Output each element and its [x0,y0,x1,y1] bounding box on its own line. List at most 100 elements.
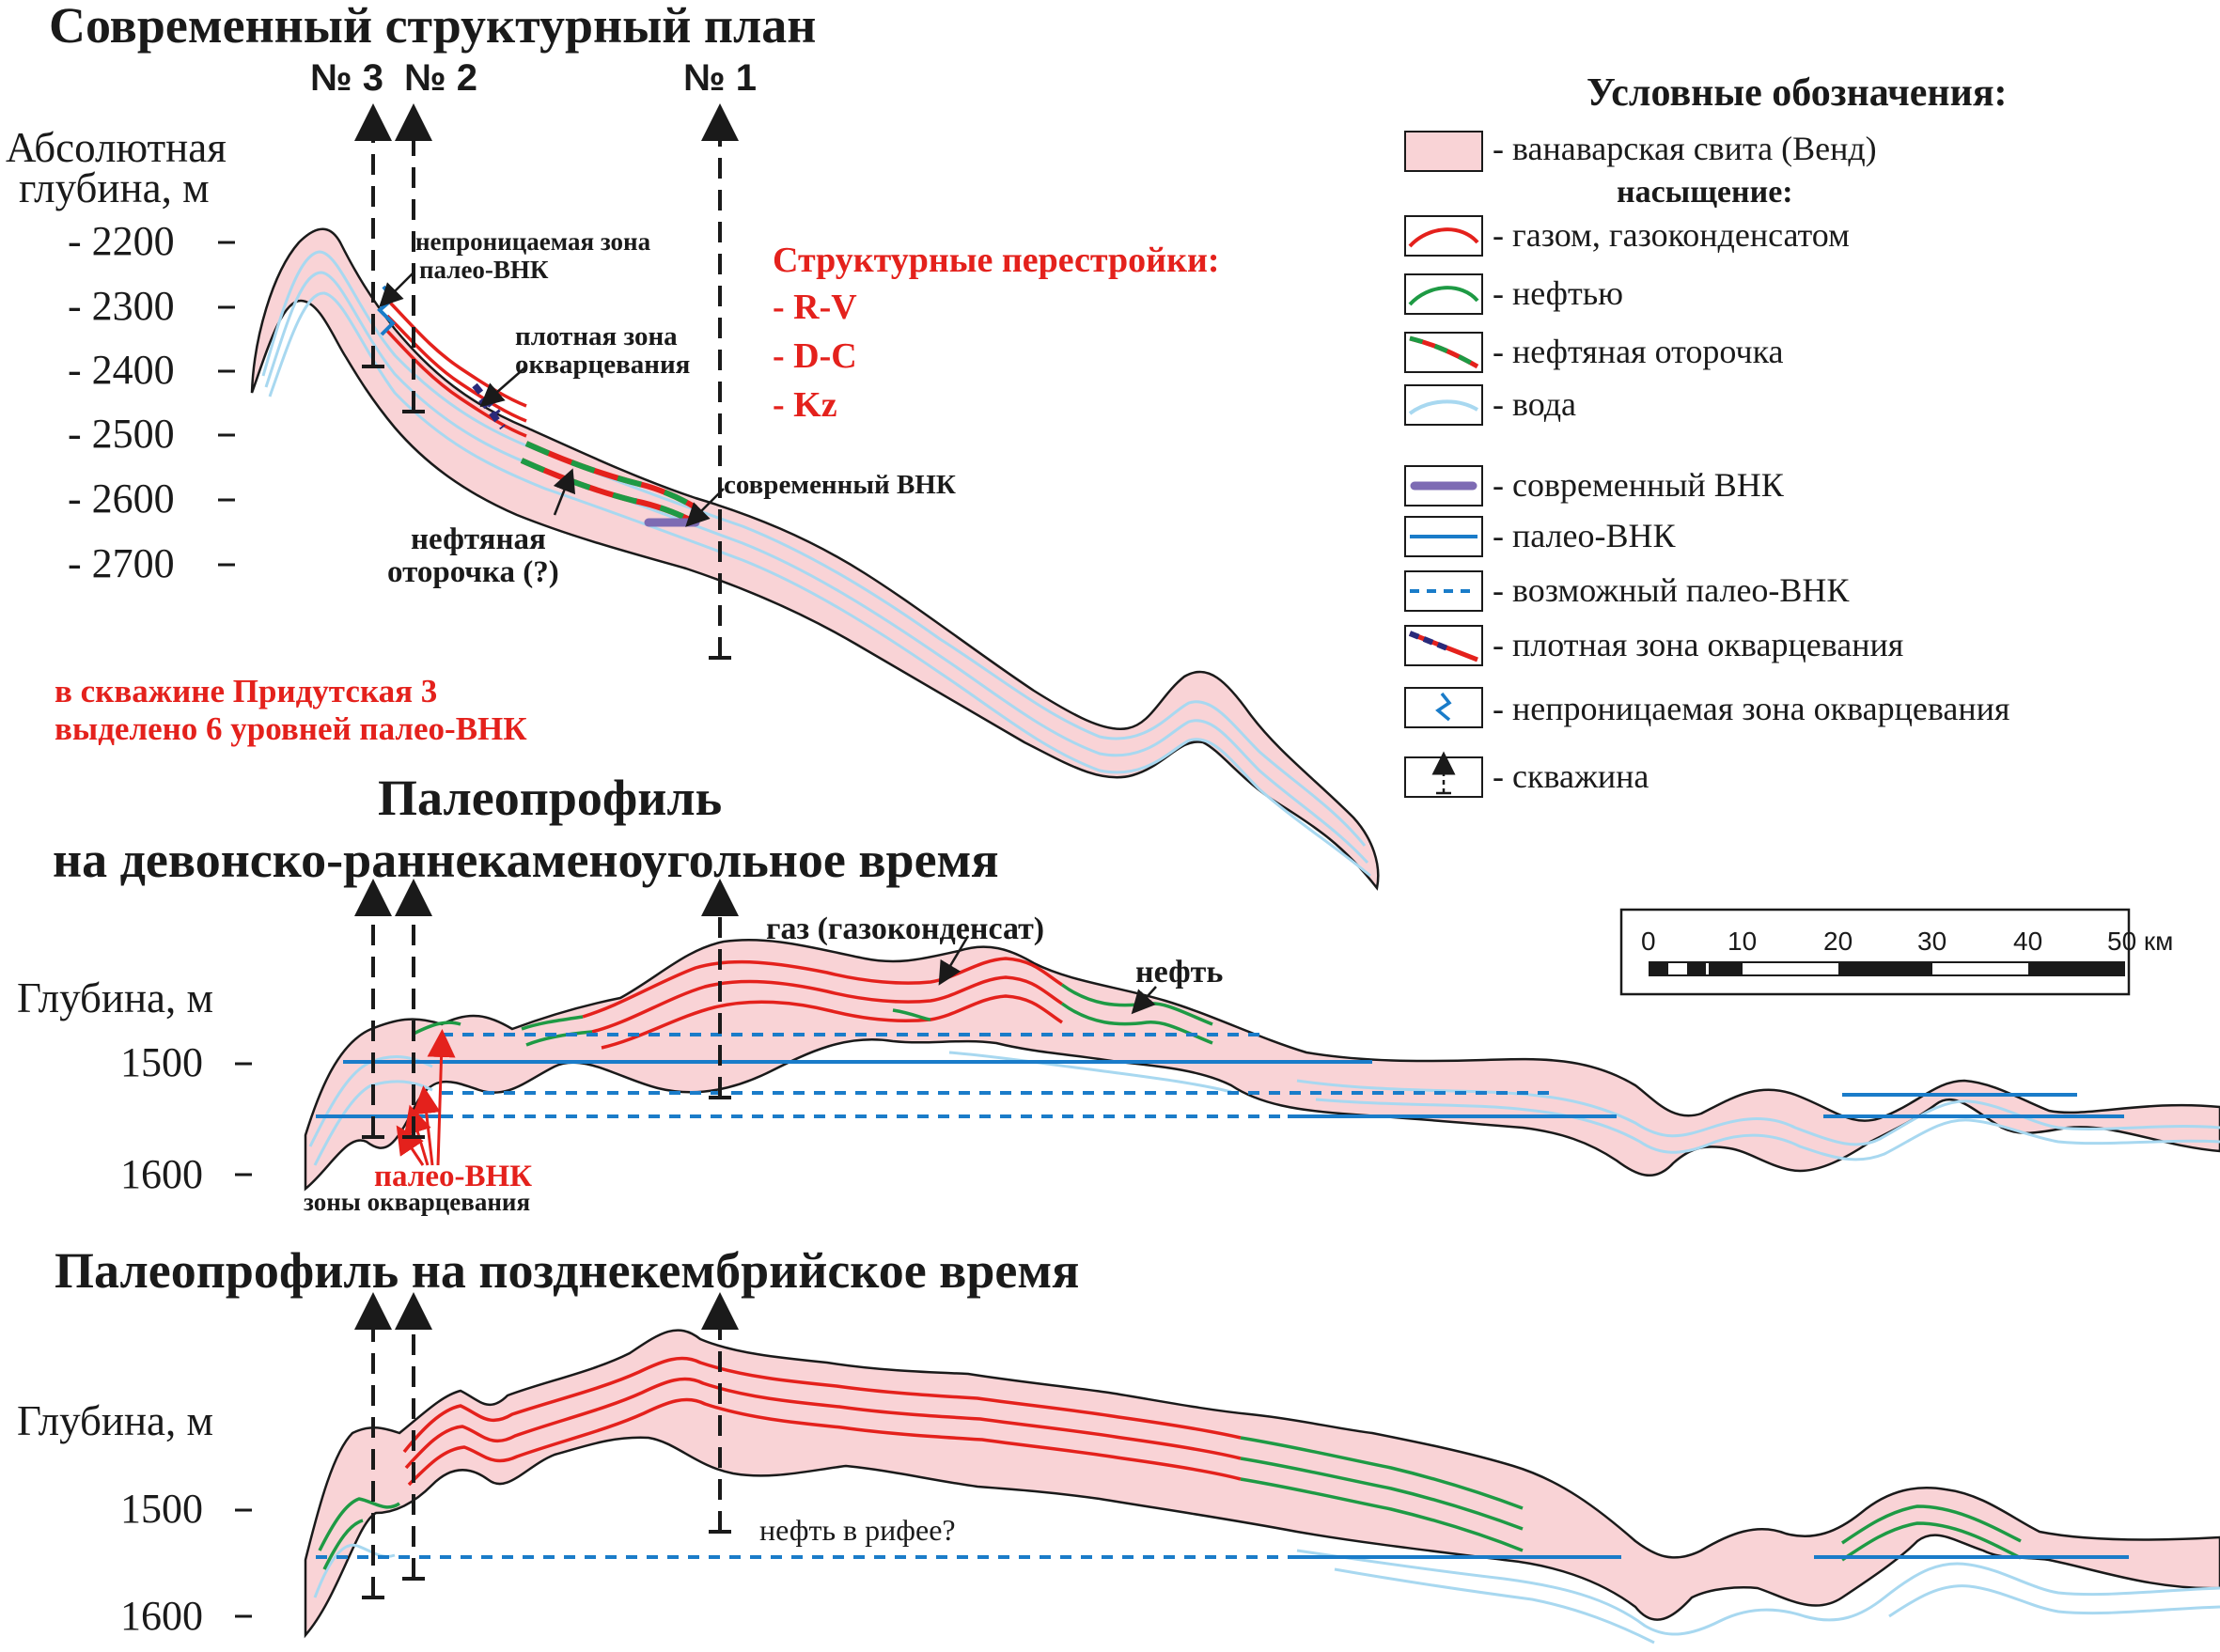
gas-line [591,975,1063,1034]
oil-line [1240,1457,1524,1531]
dense-zone-label-line2: окварцевания [515,350,691,380]
gas-line [404,1377,1242,1470]
legend-gas: - газом, газоконденсатом [1493,216,1850,254]
legend-oil: - нефтью [1493,274,1624,312]
legend-paleo-owc: - палео-ВНК [1493,517,1676,554]
oil-line [322,1519,364,1570]
water-line [264,271,1369,865]
scale-bar [1619,908,2131,996]
middle-axis-label: Глубина, м [17,974,214,1021]
modern-owc-label: современный ВНК [724,470,956,500]
scale-label-0: 0 [1641,927,1656,956]
bottom-axis-label: Глубина, м [17,1397,214,1444]
title-paleoprofile-cambrian: Палеопрофиль на позднекембрийское время [55,1242,1080,1299]
paleoprofile-cambrian [304,1329,2220,1644]
oil-line [892,1008,931,1021]
legend-impermeable-zone: - непроницаемая зона окварцевания [1493,690,2010,727]
top-tick-2200: - 2200 [68,218,175,264]
bottom-tick-1600: 1600 [120,1593,203,1639]
legend-swatch-oil [1408,286,1479,306]
top-axis-ticks [218,241,235,567]
paleo-owc-label: палео-ВНК [374,1160,533,1193]
water-line [1296,1079,2220,1146]
water-line [268,291,1371,878]
legend-modern-owc: - современный ВНК [1493,466,1784,504]
middle-axis-ticks [235,1062,252,1177]
restructuring-title: Структурные перестройки: [773,241,1220,280]
middle-tick-1500: 1500 [120,1039,203,1085]
scale-label-40: 40 [2013,927,2043,956]
top-tick-2700: - 2700 [68,540,175,586]
bottom-tick-1500: 1500 [120,1486,203,1532]
oil-line [1841,1521,2022,1562]
oil-riphean-label: нефть в рифее? [759,1513,956,1547]
paleoprofile-devonian [304,935,2220,1192]
restructuring-item-rv: - R-V [773,288,857,327]
legend-swatch-gas [1408,227,1479,248]
restructuring-item-kz: - Kz [773,385,837,425]
water-line [1296,1549,2220,1636]
oil-label: нефть [1135,955,1224,990]
wells-bottom [354,1292,739,1599]
restructuring-item-dc: - D-C [773,336,857,376]
water-line [1888,1584,2220,1618]
legend-water: - вода [1493,385,1576,423]
oil-rim-label-line2: оторочка (?) [387,555,559,589]
legend-symbols [1404,131,1483,798]
legend-well: - скважина [1493,757,1649,795]
oil-line [1240,1436,1524,1510]
gas-line [601,994,1063,1050]
dense-zone-label-line1: плотная зона [515,321,678,351]
water-line [261,250,1367,847]
water-line [948,1051,1232,1094]
scale-label-20: 20 [1823,927,1853,956]
wells-top [354,103,739,660]
legend-swatch-water [1408,399,1479,415]
well-1-label: № 1 [683,57,757,99]
legend-saturation: насыщение: [1617,175,1793,210]
legend-swatch-oil-rim [1409,335,1479,369]
quartz-zones-label: зоны окварцевания [304,1188,531,1216]
oil-line [521,1015,584,1031]
legend-vanavara: - ванаварская свита (Венд) [1493,130,1877,167]
impermeable-zone-label-line1: непроницаемая зона [415,227,651,256]
top-tick-2500: - 2500 [68,411,175,457]
oil-line [525,1030,593,1047]
oil-line [1841,1504,2022,1545]
oil-rim-line [524,441,697,510]
oil-rim-line [520,458,697,525]
legend-swatch-dense-zone [1408,631,1449,651]
title-modern-structural-plan: Современный структурный план [49,0,817,54]
gas-line [385,314,527,423]
top-tick-2400: - 2400 [68,347,175,393]
legend-swatch-vanavara [1404,131,1483,172]
pridutskaya-note-line2: выделено 6 уровней палео-ВНК [55,710,527,747]
legend-dense-zone: - плотная зона окварцевания [1493,626,1904,663]
vanavara-formation-band-modern [250,227,1380,891]
legend-title: Условные обозначения: [1587,71,2008,115]
scale-label-30: 30 [1917,927,1947,956]
title-paleoprofile-devonian-line2: на девонско-раннекаменоугольное время [53,832,999,888]
oil-line [413,1021,461,1036]
water-line [1315,1098,2220,1161]
top-axis-label-line2: глубина, м [19,164,210,211]
top-axis-label-line1: Абсолютная [6,124,227,171]
scale-label-10: 10 [1728,927,1758,956]
gas-label: газ (газоконденсат) [766,912,1045,946]
gas-line [582,957,1063,1019]
scale-label-50km: 50 км [2107,927,2174,956]
oil-line [1240,1477,1524,1552]
well-3-label: № 3 [310,57,383,99]
bottom-axis-ticks [235,1508,252,1618]
pridutskaya-note-line1: в скважине Придутская 3 [55,673,438,709]
water-line [313,1080,433,1166]
title-paleoprofile-devonian-line1: Палеопрофиль [378,770,723,826]
well-2-label: № 2 [404,57,477,99]
gas-line [402,1356,1242,1454]
gas-line [383,327,527,438]
legend-possible-paleo-owc: - возможный палео-ВНК [1493,571,1850,609]
gas-line [407,1397,1242,1487]
legend-oil-rim: - нефтяная оторочка [1493,333,1784,370]
oil-line [318,1497,400,1551]
